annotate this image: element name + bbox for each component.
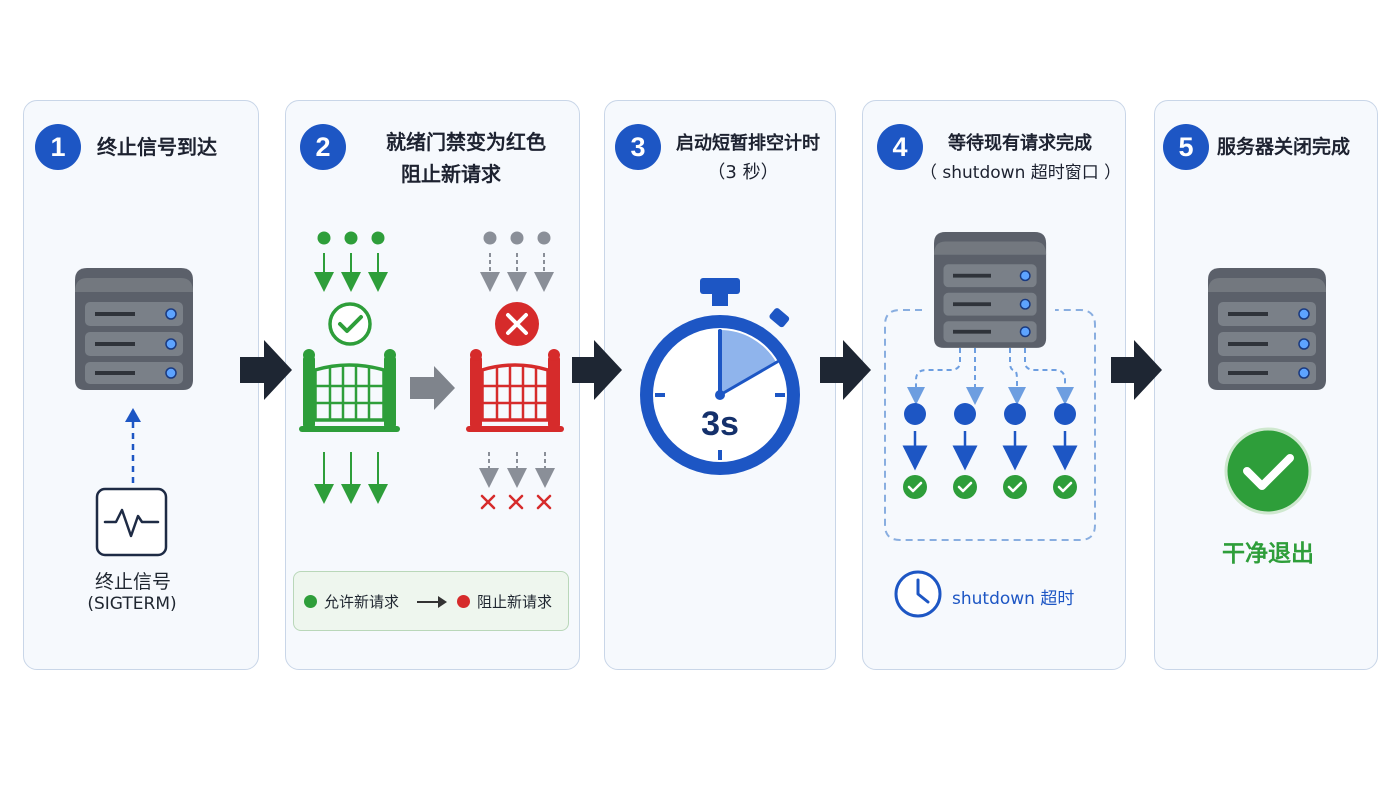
clock-icon xyxy=(894,570,942,618)
step-1-badge: 1 xyxy=(35,124,81,170)
incoming-requests-green xyxy=(314,231,388,292)
active-requests xyxy=(902,403,1078,471)
signal-label: 终止信号 xyxy=(94,571,171,593)
timeout-window xyxy=(884,309,1096,541)
step-1-title: 终止信号到达 xyxy=(97,135,217,159)
flow-arrow-1 xyxy=(240,340,292,400)
step-2-title-line1: 就绪门禁变为红色 xyxy=(386,130,546,154)
legend-arrow-icon xyxy=(417,601,441,603)
cross-icon xyxy=(495,302,539,346)
gate-legend: 允许新请求 阻止新请求 xyxy=(293,571,569,631)
check-icon xyxy=(328,302,372,346)
legend-allow-label: 允许新请求 xyxy=(324,593,400,611)
step-2-badge: 2 xyxy=(300,124,346,170)
stopwatch-icon xyxy=(640,278,800,475)
flow-arrow-2 xyxy=(572,340,622,400)
server-icon xyxy=(933,231,1047,349)
step-5-title: 服务器关闭完成 xyxy=(1217,136,1351,158)
incoming-requests-gray xyxy=(480,231,554,292)
blocked-requests xyxy=(479,452,555,510)
step-3-title-line1: 启动短暂排空计时 xyxy=(676,133,820,154)
step-4-title-line2: （ shutdown 超时窗口 ） xyxy=(920,163,1122,183)
legend-allow-dot xyxy=(304,595,317,608)
passing-requests-green xyxy=(314,452,388,504)
check-icon xyxy=(1224,427,1312,515)
legend-arrow-head xyxy=(438,596,447,608)
step-3-title-line2: （3 秒） xyxy=(707,162,779,183)
flow-arrow-4 xyxy=(1111,340,1162,400)
completed-checks xyxy=(903,475,1077,499)
timer-text: 3s xyxy=(701,405,739,443)
step-4-badge: 4 xyxy=(877,124,923,170)
step-2-title-line2: 阻止新请求 xyxy=(401,162,501,186)
transition-arrow xyxy=(410,366,455,410)
flow-arrow-3 xyxy=(820,340,871,400)
step-5-badge: 5 xyxy=(1163,124,1209,170)
signal-sub-label: (SIGTERM) xyxy=(87,594,177,614)
server-icon xyxy=(1207,267,1327,391)
server-icon xyxy=(74,267,194,391)
step-3-badge: 3 xyxy=(615,124,661,170)
legend-block-dot xyxy=(457,595,470,608)
signal-pulse-icon xyxy=(95,487,168,557)
legend-block-label: 阻止新请求 xyxy=(477,593,553,611)
request-branches xyxy=(907,348,1074,405)
step-4-title-line1: 等待现有请求完成 xyxy=(948,133,1092,154)
timeout-label: shutdown 超时 xyxy=(952,589,1075,609)
result-label: 干净退出 xyxy=(1222,541,1314,567)
gate-icon-open xyxy=(299,349,400,432)
gate-icon-closed xyxy=(466,349,564,432)
